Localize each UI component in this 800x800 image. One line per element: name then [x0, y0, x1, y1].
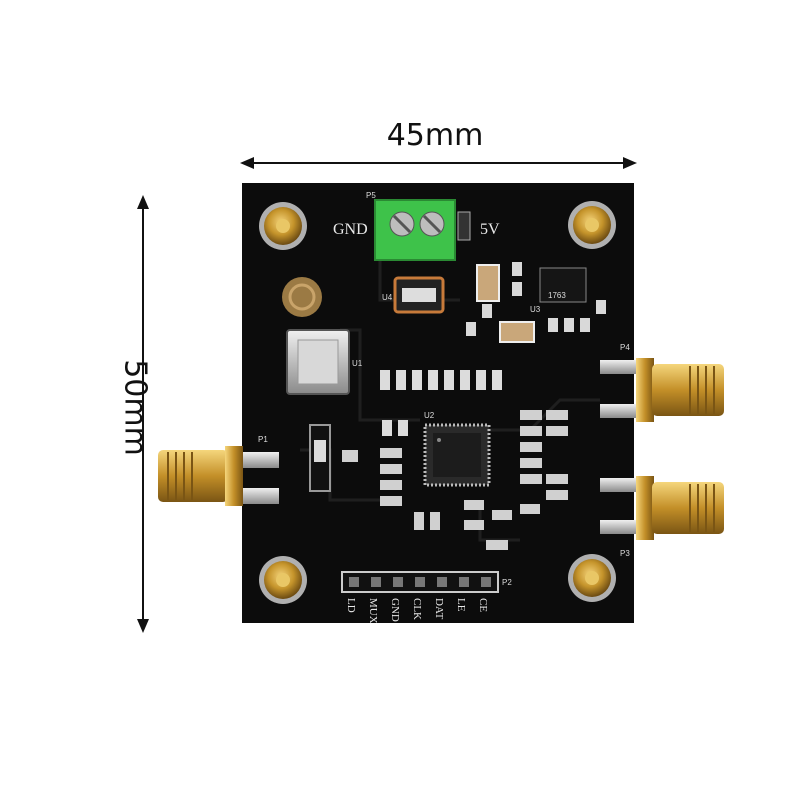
pin-label-le: LE — [455, 598, 467, 612]
pin-label-gnd: GND — [389, 598, 401, 622]
logo-pad — [282, 277, 322, 317]
chip-u3 — [539, 267, 587, 303]
pin-label-ld: LD — [345, 598, 357, 613]
crystal-oscillator — [286, 329, 350, 395]
header-pin-labels: LD MUX GND CLK DAT LE CE — [345, 598, 489, 624]
smd-components — [466, 262, 606, 336]
height-dimension-arrow — [137, 195, 149, 633]
diode — [457, 211, 471, 241]
sma-connector-p4 — [600, 358, 724, 422]
smd-resistor-row — [380, 370, 502, 436]
u1-label: U1 — [352, 359, 363, 368]
p5-label: P5 — [366, 191, 376, 200]
u4-label: U4 — [382, 293, 393, 302]
u3-label: U3 — [530, 305, 541, 314]
regulator-marking: 1763 — [548, 291, 566, 300]
smd-components — [414, 500, 540, 550]
pin-label-mux: MUX — [367, 598, 379, 624]
mounting-nut-bottom-left — [259, 556, 307, 604]
u2-label: U2 — [424, 411, 435, 420]
sma-connector-p3 — [600, 476, 724, 540]
smd-capacitor-column — [342, 448, 402, 506]
pin-label-dat: DAT — [433, 598, 445, 620]
width-dimension-label: 45mm — [386, 118, 484, 153]
tantalum-capacitor — [499, 321, 535, 343]
mounting-nut-top-left — [259, 202, 307, 250]
jumper-header — [309, 424, 331, 492]
pin-label-ce: CE — [477, 598, 489, 612]
sma-connector-p1 — [158, 446, 279, 506]
chip-u4 — [393, 276, 445, 314]
5v-label: 5V — [480, 221, 500, 238]
smd-capacitor-column — [520, 410, 568, 500]
chip-u2 — [423, 423, 491, 487]
mounting-nut-top-right — [568, 201, 616, 249]
p1-label: P1 — [258, 435, 268, 444]
p4-label: P4 — [620, 343, 630, 352]
pin-label-clk: CLK — [411, 598, 423, 620]
mounting-nut-bottom-right — [568, 554, 616, 602]
p2-label: P2 — [502, 578, 512, 587]
p3-label: P3 — [620, 549, 630, 558]
pin-header-p2 — [341, 571, 499, 593]
width-dimension-arrow — [240, 157, 637, 169]
screw-terminal — [374, 199, 456, 261]
tantalum-capacitor — [476, 264, 500, 302]
gnd-label: GND — [333, 221, 368, 238]
